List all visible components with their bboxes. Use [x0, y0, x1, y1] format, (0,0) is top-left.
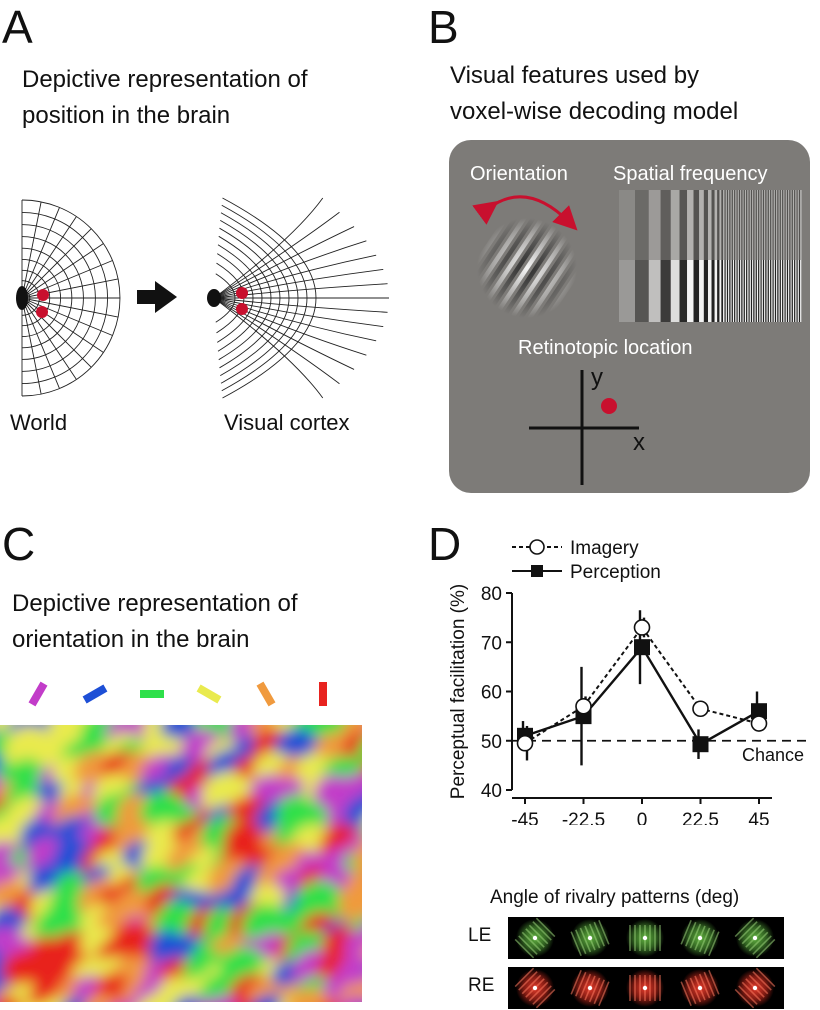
panel-a-letter: A [2, 1, 33, 53]
imagery-line [524, 625, 760, 745]
y-tick-label: 80 [481, 584, 502, 605]
orientation-key-bar [319, 682, 327, 706]
orientation-key-bar [196, 684, 222, 704]
cortex-stimulus-dot-lower [236, 303, 248, 315]
fixation-dot [642, 985, 648, 991]
y-tick-label: 70 [481, 633, 502, 654]
panel-c-title-line2: orientation in the brain [12, 626, 250, 653]
feature-illustrations: x y [449, 190, 802, 485]
world-stimulus-dot-upper [37, 289, 49, 301]
legend-perception-marker [531, 565, 543, 577]
orientation-key-bar [82, 684, 108, 704]
perception-point [634, 639, 650, 656]
fixation-dot [752, 985, 758, 991]
mapping-arrow-icon [137, 281, 177, 313]
panel-c-title-line1: Depictive representation of [12, 590, 298, 617]
imagery-point [516, 734, 534, 752]
axis-y-label: y [591, 364, 603, 391]
perception-point [692, 736, 709, 753]
retinotopic-location-dot [601, 398, 617, 414]
y-tick-label: 60 [481, 683, 502, 704]
world-hemifield-grid [21, 199, 121, 397]
chance-label: Chance [742, 745, 804, 765]
orientation-key-bar [140, 690, 164, 698]
retinotopy-diagram [16, 197, 389, 399]
orientation-preference-map [0, 725, 362, 1002]
axis-x-label: x [633, 429, 645, 456]
fixation-dot [532, 935, 538, 941]
retinotopic-axes [529, 370, 639, 485]
le-row-label: LE [468, 925, 492, 946]
chart-legend: Imagery Perception [512, 538, 661, 583]
fixation-dot [697, 985, 703, 991]
legend-perception-label: Perception [570, 562, 661, 583]
x-tick-label: 22.5 [682, 810, 719, 825]
fixation-dot [532, 985, 538, 991]
panel-c-title: Depictive representation of orientation … [12, 586, 412, 658]
panel-c-letter: C [2, 518, 36, 570]
panel-a-title: Depictive representation of position in … [22, 62, 402, 134]
visual-cortex-label: Visual cortex [224, 410, 350, 435]
imagery-point [750, 715, 768, 732]
spatial-frequency-grating [619, 190, 802, 322]
world-label: World [10, 410, 68, 435]
panel-a-title-line2: position in the brain [22, 102, 231, 129]
panel-b-title-line2: voxel-wise decoding model [450, 98, 739, 125]
rotation-arrow-icon [472, 195, 578, 231]
fixation-dot [587, 985, 593, 991]
x-tick-label: -45 [511, 810, 538, 825]
world-foveal-center [16, 286, 28, 310]
chart-x-axis-label: Angle of rivalry patterns (deg) [490, 887, 740, 908]
fixation-dot [642, 935, 648, 941]
orientation-key-bar [256, 681, 276, 707]
y-tick-label: 50 [481, 732, 502, 753]
y-tick-label: 40 [481, 781, 502, 802]
x-tick-label: -22.5 [562, 810, 605, 825]
retinotopic-location-label: Retinotopic location [518, 337, 693, 359]
chart-y-axis-label: Perceptual facilitation (%) [448, 584, 469, 799]
panel-d-letter: D [428, 518, 462, 570]
legend-imagery-marker [529, 539, 545, 555]
imagery-point [692, 700, 709, 718]
orientation-label: Orientation [470, 163, 568, 185]
cortex-grid [213, 197, 389, 399]
re-row-label: RE [468, 975, 495, 996]
perception-line [524, 645, 760, 746]
panel-b-letter: B [428, 1, 459, 53]
world-stimulus-dot-lower [36, 306, 48, 318]
panel-b-title-line1: Visual features used by [450, 62, 700, 89]
spatial-frequency-label: Spatial frequency [613, 163, 768, 185]
perception-point [751, 703, 767, 720]
orientation-color-key [28, 681, 327, 707]
imagery-point [633, 619, 651, 636]
cortex-stimulus-dot-upper [236, 287, 248, 299]
panel-a-title-line1: Depictive representation of [22, 66, 308, 93]
x-tick-label: 45 [748, 810, 769, 825]
fixation-dot [587, 935, 593, 941]
orientation-key-bar [28, 681, 48, 707]
fixation-dot [752, 935, 758, 941]
panel-b-title: Visual features used by voxel-wise decod… [450, 58, 820, 130]
gabor-patch [449, 206, 641, 330]
imagery-point [575, 697, 592, 715]
x-tick-label: 0 [637, 810, 648, 825]
fixation-dot [697, 935, 703, 941]
cortex-foveal-center [207, 289, 221, 307]
rivalry-stimuli [508, 917, 784, 1009]
behavioral-chart: Imagery Perception 40 50 60 70 80 -45 -22.5 0 22… [448, 538, 812, 825]
legend-imagery-label: Imagery [570, 538, 639, 559]
